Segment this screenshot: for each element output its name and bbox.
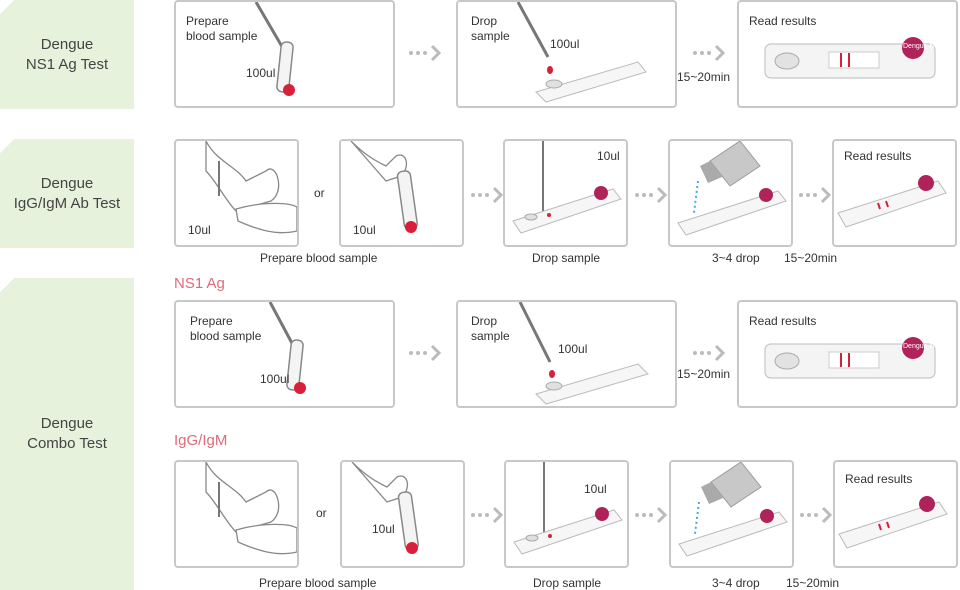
drop-caption: Drop sample [532,251,601,265]
time-label: 15~20min [677,70,731,84]
tube-pipette-illustration [268,302,306,394]
combo-igg-heading: IgG/IgM [174,432,228,449]
step-read-results: Read results Dengue NS1 [737,300,958,408]
volume-label: 10ul [584,482,607,496]
test-cassette-illustration [837,175,947,228]
arrow-right-icon [408,344,442,362]
volume-label: 100ul [260,372,290,386]
arrow-right-icon [470,186,504,204]
step-label: Read results [749,14,817,28]
test-cassette-illustration [838,496,948,549]
arrow-right-icon [799,506,833,524]
arrow-right-icon [634,186,668,204]
cassette-drop-illustration [512,141,622,234]
cassette-drop-illustration [518,302,649,405]
step-tube-sample: 10ul [340,460,465,568]
volume-label: 10ul [597,149,620,163]
category-title: Dengue [40,174,94,192]
test-cassette-illustration [764,37,936,79]
step-label: Read results [845,472,913,486]
step-label: Read results [844,149,912,163]
category-subtitle: NS1 Ag Test [25,55,109,73]
brand-logo: Dengue NS1 [903,343,944,350]
finger-prick-illustration [205,141,297,234]
tube-pipette-illustration [350,141,418,233]
step-label: Read results [749,314,817,328]
step-tube-sample: 10ul [339,139,464,247]
volume-label: 100ul [550,37,580,51]
arrow-right-icon [692,344,726,362]
step-add-buffer [669,460,794,568]
drop-caption: Drop sample [533,576,602,590]
category-subtitle: IgG/IgM Ab Test [13,194,121,212]
combo-ns1-heading: NS1 Ag [174,275,225,292]
volume-label: 100ul [558,342,588,356]
buffer-caption: 3~4 drop [712,251,760,265]
test-cassette-illustration [764,337,936,379]
prepare-caption: Prepare blood sample [259,576,377,590]
arrow-right-icon [408,44,442,62]
arrow-right-icon [692,44,726,62]
buffer-caption: 3~4 drop [712,576,760,590]
arrow-right-icon [634,506,668,524]
prepare-caption: Prepare blood sample [260,251,378,265]
step-finger-prick [174,460,299,568]
step-drop-sample: 10ul [503,139,628,247]
arrow-right-icon [798,186,832,204]
step-read-results: Read results [833,460,958,568]
step-add-buffer [668,139,793,247]
step-finger-prick: 10ul [174,139,299,247]
volume-label: 100ul [246,66,276,80]
time-label: 15~20min [786,576,840,590]
brand-logo: Dengue NS1 [903,43,944,50]
step-drop-sample: 10ul [504,460,629,568]
category-subtitle: Combo Test [27,435,107,452]
finger-prick-illustration [205,462,297,555]
time-label: 15~20min [784,251,838,265]
volume-label: 10ul [188,223,211,237]
tube-pipette-illustration [351,462,419,554]
step-read-results: Read results Dengue NS1 [737,0,958,108]
time-label: 15~20min [677,367,731,381]
or-label: or [316,506,327,520]
cassette-drop-illustration [513,462,623,555]
category-title: Dengue [40,415,94,432]
buffer-bottle-illustration [678,462,788,557]
tube-pipette-illustration [254,2,295,96]
category-title: Dengue [40,35,94,53]
arrow-right-icon [470,506,504,524]
cassette-drop-illustration [516,2,647,103]
step-read-results: Read results [832,139,957,247]
or-label: or [314,186,325,200]
buffer-bottle-illustration [677,141,787,236]
volume-label: 10ul [372,522,395,536]
volume-label: 10ul [353,223,376,237]
